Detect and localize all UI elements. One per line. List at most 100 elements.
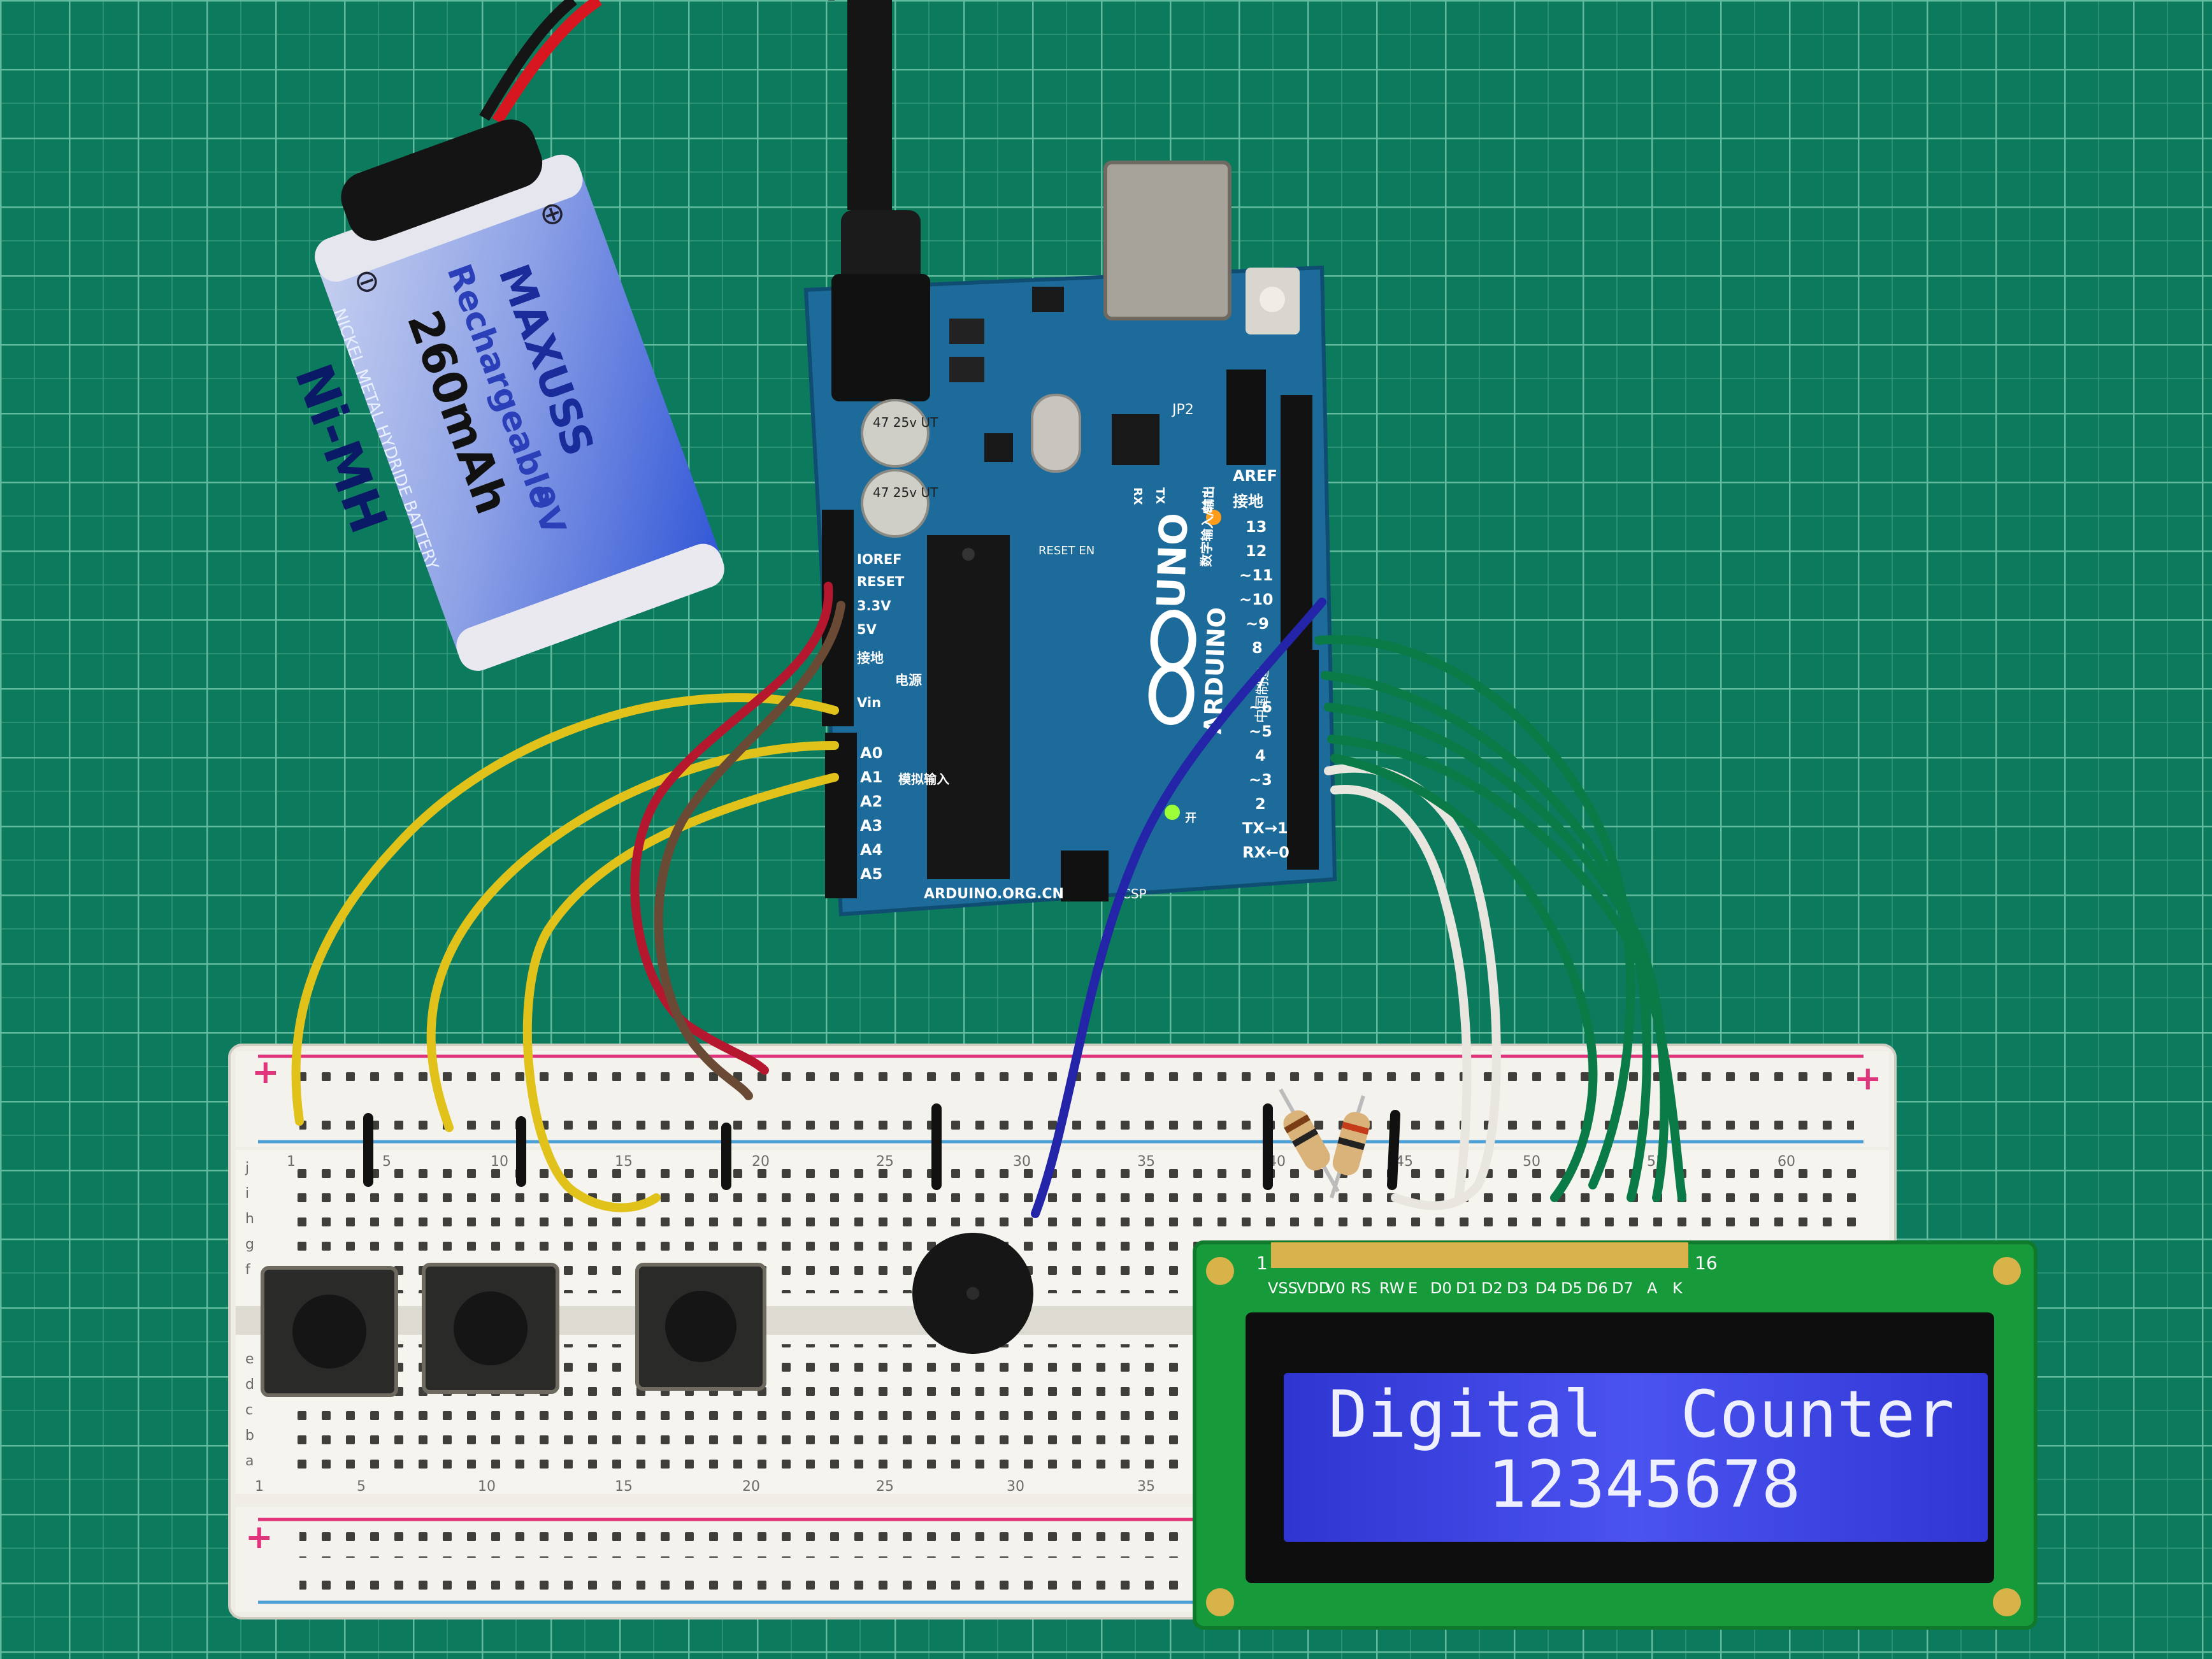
- svg-text:D7: D7: [1612, 1279, 1634, 1297]
- svg-text:RS: RS: [1351, 1279, 1371, 1297]
- svg-text:RESET: RESET: [857, 574, 905, 589]
- wire-brown-gnd: [654, 601, 845, 1100]
- digital-header-labels: AREF 接地 13 12 ~11 ~10 ~9 8 7 ~6 ~5 4 ~3 …: [1198, 467, 1289, 861]
- icsp-header-bottom: [1061, 851, 1109, 901]
- svg-text:RX←0: RX←0: [1242, 844, 1289, 861]
- svg-text:数字输入/输出: 数字输入/输出: [1198, 485, 1216, 567]
- svg-text:D6: D6: [1586, 1279, 1608, 1297]
- crystal-oscillator: [1031, 394, 1081, 473]
- rail-plus-top-right: +: [1854, 1059, 1882, 1098]
- svg-text:D4: D4: [1535, 1279, 1557, 1297]
- svg-text:d: d: [245, 1377, 254, 1393]
- svg-text:1: 1: [255, 1479, 264, 1495]
- svg-text:h: h: [245, 1211, 254, 1227]
- jp2-label: JP2: [1171, 402, 1194, 418]
- svg-text:RX: RX: [1131, 487, 1144, 505]
- push-button[interactable]: [422, 1263, 559, 1394]
- power-on-led: [1165, 805, 1180, 820]
- usb-chip: [1112, 414, 1160, 465]
- column-numbers-bottom: 1 5 10 15 20 25 30 35: [255, 1479, 1155, 1495]
- svg-text:12: 12: [1246, 542, 1267, 560]
- svg-text:模拟输入: 模拟输入: [898, 772, 949, 787]
- wire-green-lcd-data: [1314, 635, 1686, 1202]
- svg-text:VDD: VDD: [1296, 1279, 1330, 1297]
- svg-text:Vin: Vin: [857, 695, 881, 710]
- svg-text:D2: D2: [1481, 1279, 1503, 1297]
- svg-text:10: 10: [478, 1479, 496, 1495]
- lcd-pin-labels: VSS VDD V0 RS RW E D0 D1 D2 D3 D4 D5 D6 …: [1268, 1279, 1683, 1297]
- svg-text:47 25v UT: 47 25v UT: [873, 415, 938, 430]
- jumper-links: [363, 1103, 1400, 1190]
- wire-red-5v: [630, 582, 833, 1075]
- power-header-labels: IOREF RESET 3.3V 5V 接地 Vin 电源: [857, 552, 922, 710]
- svg-text:15: 15: [615, 1479, 633, 1495]
- svg-text:2: 2: [1255, 795, 1266, 813]
- push-button[interactable]: [635, 1263, 766, 1391]
- analog-header-labels: A0 A1 A2 A3 A4 A5 模拟输入: [860, 744, 949, 883]
- svg-text:35: 35: [1137, 1154, 1155, 1170]
- wire-blue-d9: [1031, 598, 1326, 1218]
- svg-text:30: 30: [1007, 1479, 1024, 1495]
- svg-text:4: 4: [1255, 747, 1266, 765]
- svg-text:~11: ~11: [1239, 566, 1274, 584]
- svg-text:~9: ~9: [1246, 615, 1269, 633]
- svg-text:a: a: [245, 1453, 254, 1469]
- lcd-1602-module: 1 16 VSS VDD V0 RS RW E D0 D1 D2 D3 D4 D…: [1193, 1240, 2037, 1630]
- svg-text:K: K: [1672, 1279, 1683, 1297]
- svg-text:35: 35: [1137, 1479, 1155, 1495]
- analog-header: [825, 733, 857, 898]
- arduino-website: ARDUINO.ORG.CN: [924, 886, 1064, 902]
- svg-text:60: 60: [1778, 1154, 1795, 1170]
- svg-text:5: 5: [382, 1154, 391, 1170]
- svg-text:A3: A3: [860, 817, 882, 835]
- wire-yellow-a0: [291, 693, 839, 1126]
- svg-text:TX: TX: [1153, 487, 1167, 504]
- lcd-line-2: 12345678: [1488, 1447, 1800, 1523]
- atmega328-chip: [927, 535, 1010, 879]
- svg-text:~10: ~10: [1239, 591, 1274, 608]
- wire-yellow-a1: [426, 741, 839, 1132]
- resistor: [1330, 1095, 1370, 1198]
- arduino-uno-board: 47 25v UT 47 25v UT JP2 ICSP RESET EN IO…: [803, 161, 1337, 917]
- svg-text:g: g: [245, 1237, 254, 1253]
- svg-text:3.3V: 3.3V: [857, 598, 891, 614]
- svg-text:D5: D5: [1561, 1279, 1583, 1297]
- digital-header-low: [1287, 650, 1319, 870]
- rail-plus-bottom-left: +: [245, 1518, 273, 1556]
- svg-text:47 25v UT: 47 25v UT: [873, 485, 938, 500]
- svg-text:D0: D0: [1430, 1279, 1452, 1297]
- wire-yellow-a2: [522, 773, 839, 1212]
- svg-text:A2: A2: [860, 793, 882, 810]
- svg-text:TX→1: TX→1: [1242, 819, 1288, 837]
- svg-text:L13: L13: [1201, 491, 1214, 514]
- svg-text:13: 13: [1246, 518, 1267, 536]
- svg-text:RW: RW: [1379, 1279, 1404, 1297]
- svg-text:5V: 5V: [857, 622, 877, 637]
- row-letters-top: j i h g f: [245, 1160, 254, 1278]
- svg-text:V0: V0: [1325, 1279, 1346, 1297]
- rail-plus-top-left: +: [252, 1053, 280, 1091]
- barrel-jack: [831, 274, 930, 401]
- arduino-model: UNO: [1149, 512, 1196, 609]
- svg-text:50: 50: [1523, 1154, 1540, 1170]
- svg-text:f: f: [245, 1262, 251, 1278]
- lcd-screen: [1284, 1373, 1988, 1542]
- svg-text:j: j: [245, 1160, 249, 1176]
- push-button[interactable]: [261, 1266, 398, 1397]
- digital-header-high: [1281, 395, 1312, 650]
- svg-text:接地: 接地: [857, 650, 884, 666]
- svg-text:15: 15: [615, 1154, 633, 1170]
- svg-text:e: e: [245, 1351, 254, 1367]
- svg-text:A1: A1: [860, 768, 882, 786]
- resistor: [1279, 1088, 1340, 1193]
- svg-text:c: c: [245, 1402, 253, 1418]
- svg-text:~3: ~3: [1249, 771, 1272, 789]
- svg-text:10: 10: [491, 1154, 508, 1170]
- svg-text:25: 25: [876, 1154, 894, 1170]
- svg-text:E: E: [1408, 1279, 1418, 1297]
- led-labels: L13 TX RX 开: [1131, 487, 1214, 825]
- svg-text:AREF: AREF: [1233, 467, 1277, 485]
- led-l13: [1206, 510, 1221, 525]
- lcd-line-1: Digital Counter: [1328, 1377, 1955, 1453]
